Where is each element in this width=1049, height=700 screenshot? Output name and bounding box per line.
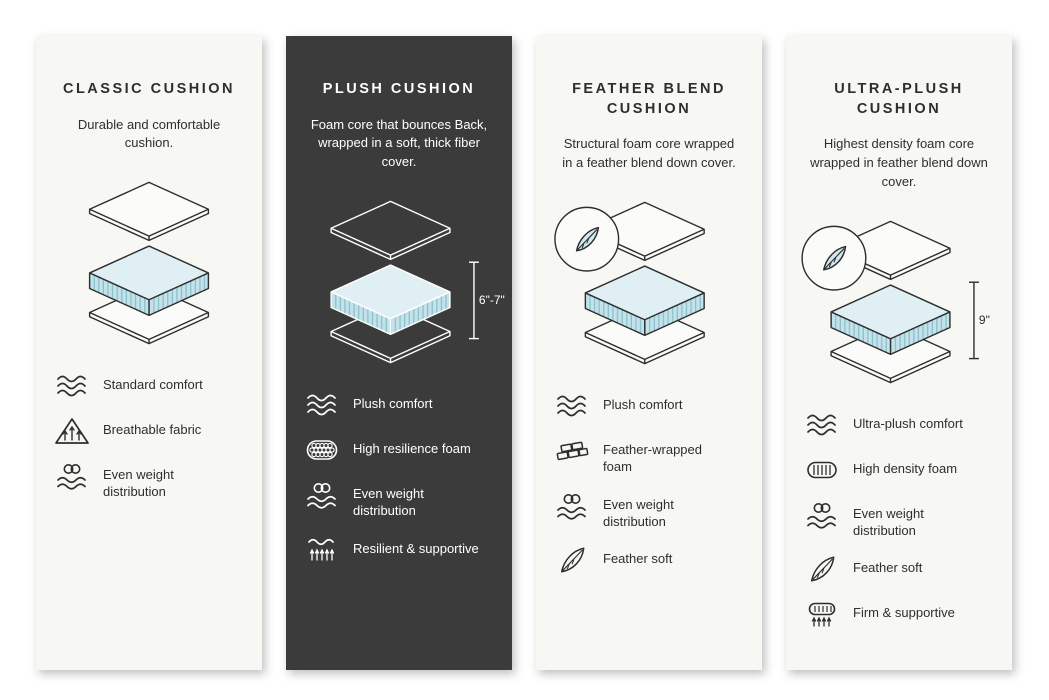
card-title: FEATHER BLEND CUSHION — [572, 81, 726, 117]
waves-icon — [804, 410, 840, 440]
feature-row: Plush comfort — [304, 390, 494, 420]
feature-label: Plush comfort — [603, 396, 683, 412]
feather-badge — [554, 206, 620, 272]
weight-distribution-icon — [804, 500, 840, 530]
card-title: ULTRA-PLUSH CUSHION — [834, 81, 964, 117]
feature-row: High resilience foam — [304, 435, 494, 465]
feature-row: Firm & supportive — [804, 599, 994, 629]
card-feather-blend-cushion: FEATHER BLEND CUSHION Structural foam co… — [536, 36, 762, 671]
card-description: Foam core that bounces Back, wrapped in … — [310, 116, 488, 170]
feature-row: Even weight distribution — [304, 480, 494, 520]
feature-label: Feather-wrapped foam — [603, 441, 702, 474]
dimension-label: 9" — [979, 313, 990, 327]
dimension-marker: 6"-7" — [469, 261, 505, 340]
feature-label: Even weight distribution — [853, 505, 924, 538]
feature-label: Even weight distribution — [353, 486, 424, 519]
feature-label: Breathable fabric — [103, 422, 202, 438]
feature-row: Resilient & supportive — [304, 535, 494, 565]
feature-row: Standard comfort — [54, 371, 244, 401]
weight-distribution-icon — [54, 461, 90, 491]
feature-label: Standard comfort — [103, 377, 203, 393]
card-title: CLASSIC CUSHION — [62, 81, 236, 97]
feature-row: Even weight distribution — [554, 491, 744, 531]
feature-row: High density foam — [804, 455, 994, 485]
weight-distribution-icon — [554, 491, 590, 521]
feature-list: Plush comfort High resilience foam Even … — [300, 390, 498, 565]
waves-icon — [304, 390, 340, 420]
card-description: Highest density foam core wrapped in fea… — [810, 136, 988, 189]
dimension-marker: 9" — [969, 281, 990, 359]
feature-list: Plush comfort Feather-wrapped foam Even … — [550, 391, 748, 576]
card-title: PLUSH CUSHION — [322, 81, 476, 97]
mattress-support-icon — [804, 599, 840, 629]
card-description: Structural foam core wrapped in a feathe… — [562, 136, 736, 170]
breathable-icon — [54, 416, 90, 446]
feature-label: Ultra-plush comfort — [853, 415, 963, 431]
density-foam-icon — [804, 455, 840, 485]
feather-icon — [804, 554, 840, 584]
feature-row: Plush comfort — [554, 391, 744, 421]
feature-label: Firm & supportive — [853, 605, 955, 621]
feature-label: Resilient & supportive — [353, 540, 479, 556]
feature-row: Even weight distribution — [54, 461, 244, 501]
feature-label: Feather soft — [853, 560, 923, 576]
feature-row: Feather soft — [804, 554, 994, 584]
dimension-label: 6"-7" — [479, 293, 505, 307]
feature-row: Feather-wrapped foam — [554, 436, 744, 476]
feature-label: Feather soft — [603, 551, 673, 567]
card-ultra-plush-cushion: ULTRA-PLUSH CUSHION Highest density foam… — [786, 36, 1012, 671]
feather-badge — [801, 225, 867, 291]
feature-label: High resilience foam — [353, 441, 471, 457]
feature-list: Standard comfort Breathable fabric Even … — [50, 371, 248, 501]
feather-icon — [554, 545, 590, 575]
weight-distribution-icon — [304, 480, 340, 510]
honeycomb-foam-icon — [304, 435, 340, 465]
bricks-foam-icon — [554, 436, 590, 466]
feature-row: Breathable fabric — [54, 416, 244, 446]
feature-list: Ultra-plush comfort High density foam Ev… — [800, 410, 998, 630]
feature-label: Even weight distribution — [603, 496, 674, 529]
feature-row: Ultra-plush comfort — [804, 410, 994, 440]
feature-row: Even weight distribution — [804, 500, 994, 540]
feature-label: High density foam — [853, 460, 958, 476]
card-classic-cushion: CLASSIC CUSHION Durable and comfortable … — [36, 36, 262, 671]
feature-row: Feather soft — [554, 545, 744, 575]
cushion-illustration — [554, 201, 705, 365]
waves-icon — [54, 371, 90, 401]
feature-label: Plush comfort — [353, 396, 433, 412]
card-description: Durable and comfortable cushion. — [77, 116, 221, 151]
springs-icon — [304, 535, 340, 565]
cushion-illustration: 6"-7" — [330, 200, 505, 364]
waves-icon — [554, 391, 590, 421]
cushion-illustration: 9" — [801, 220, 990, 383]
cushion-illustration — [88, 181, 210, 345]
feature-label: Even weight distribution — [103, 467, 174, 500]
card-plush-cushion: PLUSH CUSHION Foam core that bounces Bac… — [286, 36, 512, 671]
cushion-comparison-board: CLASSIC CUSHION Durable and comfortable … — [36, 36, 1012, 671]
